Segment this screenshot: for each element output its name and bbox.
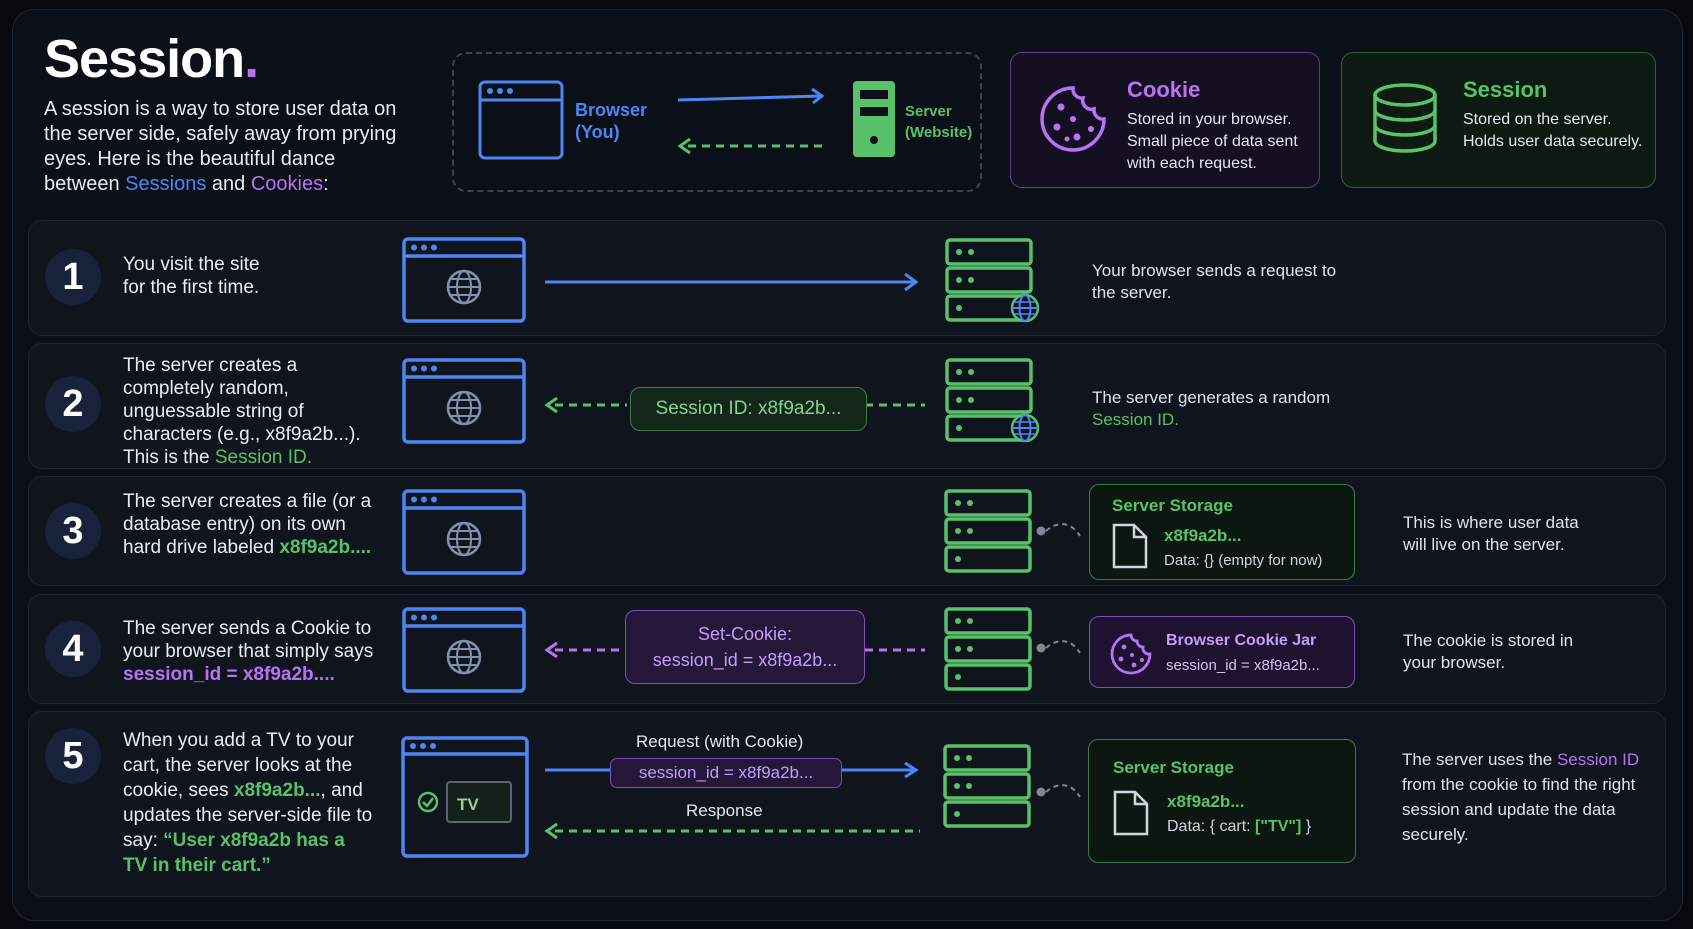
request-arrow xyxy=(545,272,919,292)
step-number: 4 xyxy=(45,621,101,677)
server-rack-icon xyxy=(945,358,1040,443)
storage-data: Data: {} (empty for now) xyxy=(1164,552,1323,569)
page-title: Session. xyxy=(44,29,259,89)
step-number: 2 xyxy=(45,376,101,432)
server-storage-box: Server Storage x8f9a2b... Data: { cart: … xyxy=(1088,739,1356,863)
legend-browser-label: Browser(You) xyxy=(575,100,648,142)
step-description: The server creates a completely random, … xyxy=(123,355,361,468)
cookie-icon xyxy=(1110,633,1152,675)
session-card-title: Session xyxy=(1463,77,1548,102)
set-cookie-pill: Set-Cookie:session_id = x8f9a2b... xyxy=(625,610,865,684)
step-note: Your browser sends a request to the serv… xyxy=(1092,261,1337,302)
step-note: This is where user data will live on the… xyxy=(1403,513,1579,554)
storage-session-id: x8f9a2b... xyxy=(1167,792,1245,811)
server-rack-icon xyxy=(945,238,1040,323)
cart-item-tv: TV xyxy=(457,795,479,814)
server-rack-icon xyxy=(943,744,1031,828)
link-connector xyxy=(1036,523,1081,537)
legend-box xyxy=(452,52,982,192)
cookie-card-title: Cookie xyxy=(1127,77,1201,102)
browser-globe-icon xyxy=(402,489,526,575)
response-arrow xyxy=(544,822,920,840)
step-note: The cookie is stored in your browser. xyxy=(1403,631,1574,672)
database-icon xyxy=(1373,83,1437,153)
cookie-card: Cookie Stored in your browser. Small pie… xyxy=(1010,52,1320,188)
storage-session-id: x8f9a2b... xyxy=(1164,526,1242,545)
step-number: 1 xyxy=(45,249,101,305)
link-connector xyxy=(1036,640,1081,654)
request-label: Request (with Cookie) xyxy=(636,732,804,751)
link-connector xyxy=(1036,784,1081,798)
legend-server-label: Server(Website) xyxy=(905,103,973,141)
session-id-pill: Session ID: x8f9a2b... xyxy=(630,387,867,431)
file-icon xyxy=(1112,523,1148,569)
browser-window-icon xyxy=(478,80,564,160)
file-icon xyxy=(1113,790,1149,836)
set-cookie-arrow xyxy=(544,641,925,659)
intro-text: A session is a way to store user data on… xyxy=(44,98,397,195)
response-arrow xyxy=(544,396,925,414)
step-row-5: 5 When you add a TV to your cart, the se… xyxy=(28,711,1666,897)
cookie-icon xyxy=(1040,86,1106,152)
server-rack-icon xyxy=(944,489,1032,573)
browser-globe-icon xyxy=(402,237,526,323)
cookie-jar-value: session_id = x8f9a2b... xyxy=(1166,657,1320,674)
server-tower-icon xyxy=(853,81,895,157)
server-rack-icon xyxy=(944,607,1032,691)
browser-globe-icon xyxy=(402,607,526,693)
storage-title: Server Storage xyxy=(1113,758,1234,777)
browser-globe-icon xyxy=(402,358,526,444)
checkmark-icon xyxy=(417,791,439,813)
step-number: 5 xyxy=(45,728,101,784)
session-card: Session Stored on the server. Holds user… xyxy=(1341,52,1656,188)
step-description: The server sends a Cookie to your browse… xyxy=(123,618,374,685)
request-with-cookie-arrow xyxy=(545,761,919,779)
step-description: When you add a TV to your cart, the serv… xyxy=(123,730,373,876)
storage-data: Data: { cart: ["TV"] } xyxy=(1167,818,1312,835)
step-row-3: 3 The server creates a file (or a databa… xyxy=(28,476,1666,586)
legend-request-arrow xyxy=(677,87,828,155)
cookie-jar-title: Browser Cookie Jar xyxy=(1166,632,1317,649)
step-note: The server uses the Session ID from the … xyxy=(1402,750,1640,844)
browser-cart-icon xyxy=(401,736,529,858)
cookie-jar-box: Browser Cookie Jar session_id = x8f9a2b.… xyxy=(1089,616,1355,688)
server-storage-box: Server Storage x8f9a2b... Data: {} (empt… xyxy=(1089,484,1355,580)
step-description: The server creates a file (or a database… xyxy=(123,491,372,558)
request-cookie-pill: session_id = x8f9a2b... xyxy=(610,758,842,788)
session-card-text: Stored on the server. Holds user data se… xyxy=(1463,111,1643,150)
storage-title: Server Storage xyxy=(1112,496,1233,515)
response-label: Response xyxy=(686,801,763,820)
step-number: 3 xyxy=(45,503,101,559)
cookie-card-text: Stored in your browser. Small piece of d… xyxy=(1127,111,1298,172)
